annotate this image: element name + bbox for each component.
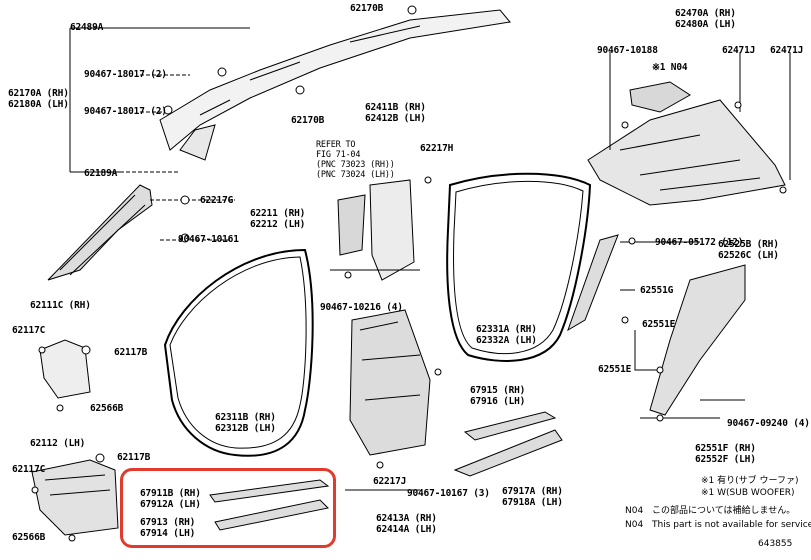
part-67911B: 67911B (RH) 67912A (LH) <box>140 488 201 510</box>
note-n04-label: ※1 N04 <box>652 62 688 73</box>
note-subwoofer-en: ※1 W(SUB WOOFER) <box>701 488 795 498</box>
diagram-number: 643855 <box>758 539 793 549</box>
part-62489A: 62489A <box>70 22 104 33</box>
part-90467-10161: 90467-10161 <box>178 234 239 245</box>
part-62217G: 62217G <box>200 195 234 206</box>
part-62471J-a: 62471J <box>722 45 756 56</box>
part-90467-05172: 90467-05172 (12) <box>655 237 744 248</box>
part-67915: 67915 (RH) 67916 (LH) <box>470 385 526 407</box>
part-62117B-a: 62117B <box>114 347 148 358</box>
part-90467-10188: 90467-10188 <box>597 45 658 56</box>
part-90467-10216: 90467-10216 (4) <box>320 302 403 313</box>
part-62111C: 62111C (RH) <box>30 300 91 311</box>
part-62413A: 62413A (RH) 62414A (LH) <box>376 513 437 535</box>
part-62566B-b: 62566B <box>12 532 46 543</box>
part-62331A: 62331A (RH) 62332A (LH) <box>476 324 537 346</box>
part-90467-18017-a: 90467-18017 (2) <box>84 69 167 80</box>
part-62471J-b: 62471J <box>770 45 804 56</box>
highlight-box <box>120 468 336 548</box>
part-90467-18017-b: 90467-18017 (2) <box>84 106 167 117</box>
part-62170B-mid: 62170B <box>291 115 325 126</box>
part-62117C-b: 62117C <box>12 464 46 475</box>
part-62525B: 62525B (RH) 62526C (LH) <box>718 239 779 261</box>
refer-note: REFER TO FIG 71-04 (PNC 73023 (RH)) (PNC… <box>316 140 395 180</box>
part-62211: 62211 (RH) 62212 (LH) <box>250 208 306 230</box>
part-62170B-top: 62170B <box>350 3 384 14</box>
note-n04-text-jp: この部品については補給しません。 <box>652 506 796 516</box>
part-90467-09240: 90467-09240 (4) <box>727 418 810 429</box>
part-62217H: 62217H <box>420 143 454 154</box>
part-62566B-a: 62566B <box>90 403 124 414</box>
part-62189A: 62189A <box>84 168 118 179</box>
part-62117B-b: 62117B <box>117 452 151 463</box>
note-n04-code-jp: N04 <box>625 506 644 516</box>
part-62551E-b: 62551E <box>598 364 632 375</box>
part-62112: 62112 (LH) <box>30 438 86 449</box>
part-62170A: 62170A (RH) 62180A (LH) <box>8 88 69 110</box>
part-62551G: 62551G <box>640 285 674 296</box>
note-subwoofer-jp: ※1 有り(サブ ウーファ) <box>701 476 799 486</box>
part-67913: 67913 (RH) 67914 (LH) <box>140 517 196 539</box>
part-62217J: 62217J <box>373 476 407 487</box>
part-90467-10167: 90467-10167 (3) <box>407 488 490 499</box>
part-62551E-a: 62551E <box>642 319 676 330</box>
part-67917A: 67917A (RH) 67918A (LH) <box>502 486 563 508</box>
part-62117C-a: 62117C <box>12 325 46 336</box>
note-n04-text-en: This part is not available for service <box>652 520 811 530</box>
note-n04-code-en: N04 <box>625 520 644 530</box>
part-62411B: 62411B (RH) 62412B (LH) <box>365 102 426 124</box>
part-62470A: 62470A (RH) 62480A (LH) <box>675 8 736 30</box>
part-62551F: 62551F (RH) 62552F (LH) <box>695 443 756 465</box>
part-62311B: 62311B (RH) 62312B (LH) <box>215 412 276 434</box>
